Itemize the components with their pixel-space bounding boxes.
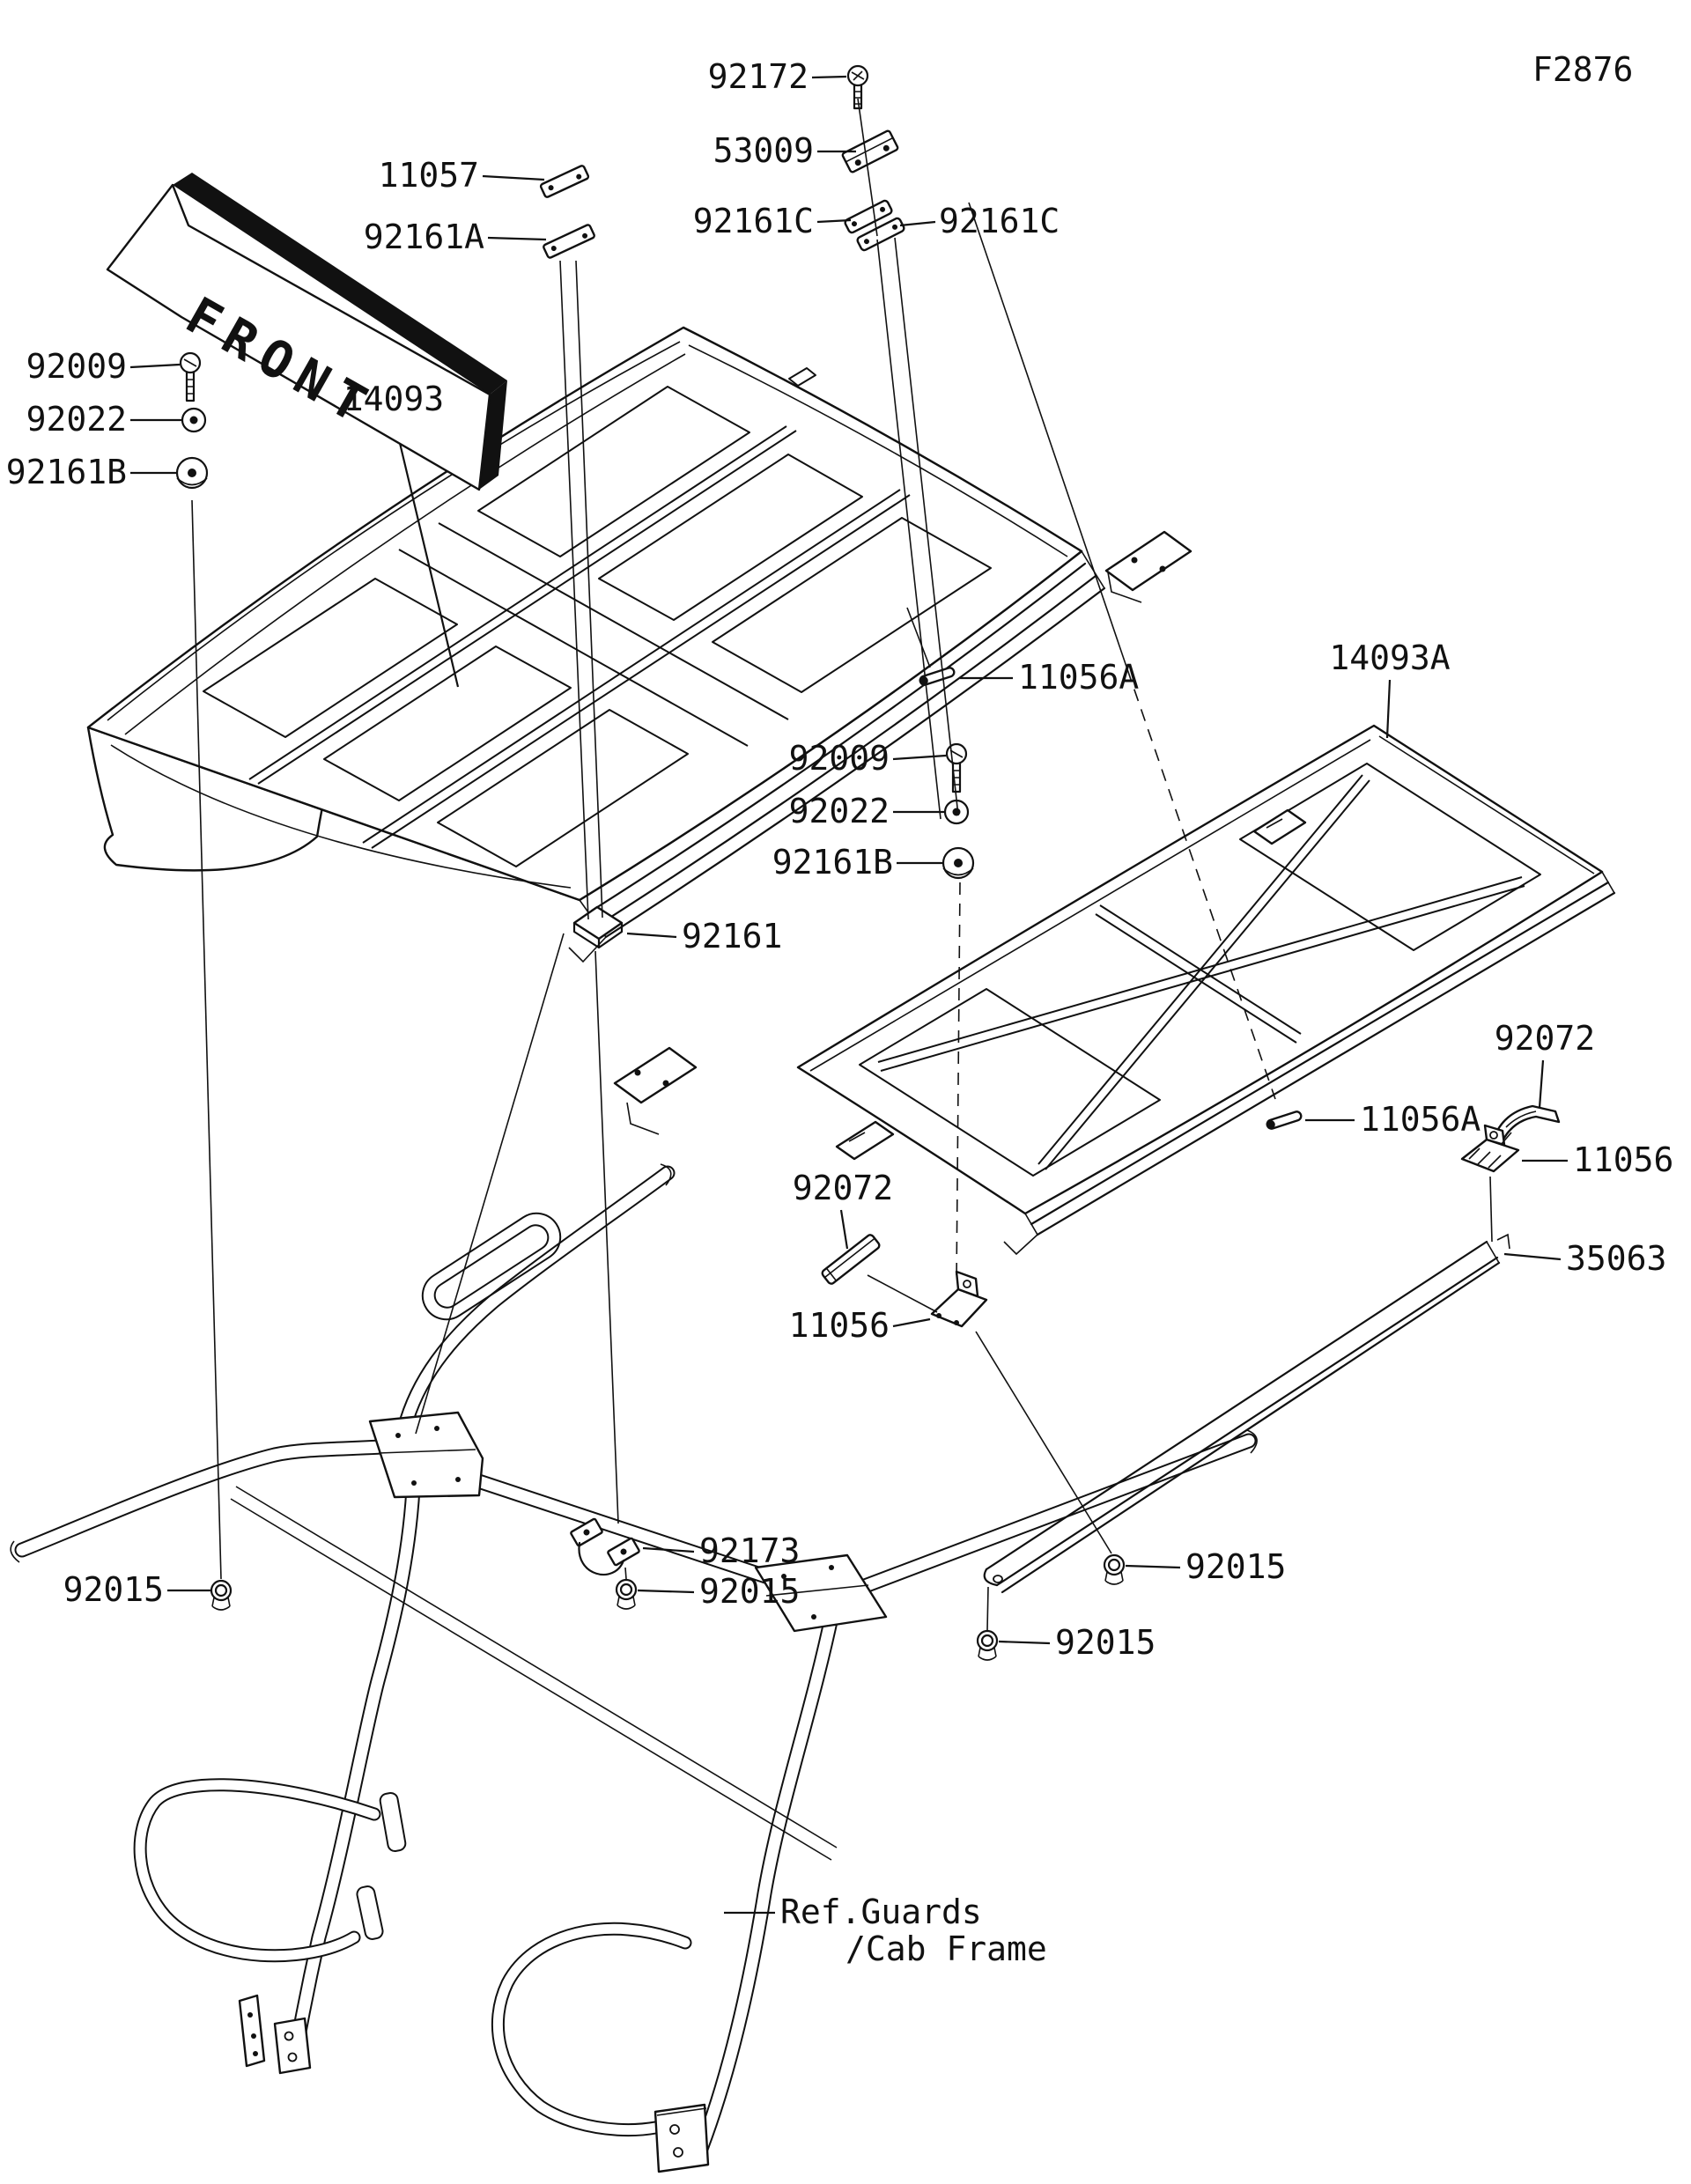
strap-92072-right [1495,1104,1561,1140]
leader-lines [129,75,1568,1915]
part-label-92161c-left: 92161C [693,202,814,240]
part-label-92015-clamp: 92015 [699,1572,800,1611]
screw-92172 [846,64,869,110]
assembly-guide-lines [191,98,1512,1631]
damper-92161b-left [175,456,209,490]
left-foot-plate [238,1994,312,2075]
screw-92009-mid [945,742,968,793]
small-roof-bottom-tab [835,1120,895,1161]
roof-rear-tab [1104,530,1193,603]
part-label-92015-right: 92015 [1185,1547,1286,1586]
plate-11057 [539,165,590,198]
grab-handle [421,1212,562,1321]
part-label-92009-left: 92009 [26,347,127,386]
damper-92161b-mid [941,846,975,880]
nut-92015-left [210,1579,233,1611]
part-label-92072-right: 92072 [1495,1019,1595,1058]
part-label-11057: 11057 [379,156,479,195]
roof-front-tab [613,1046,698,1135]
bracket-53009 [841,129,899,173]
part-label-92161c-right: 92161C [939,202,1060,240]
clamp-92173 [570,1517,640,1576]
part-label-92015-bottom: 92015 [1055,1623,1156,1662]
nut-92015-under-clamp [615,1578,638,1610]
plate-92161c-a [844,199,893,234]
part-label-92072-mid: 92072 [793,1169,893,1207]
right-guard-loop [491,1922,692,2137]
ref-note-line1: Ref.Guards [780,1893,982,1931]
screw-92009-left [179,351,202,402]
part-label-92161b-mid: 92161B [772,843,893,882]
pin-11056a-lower [1266,1110,1303,1130]
figure-code: F2876 [1532,50,1633,89]
pad-92161 [572,905,624,949]
part-label-11056a-upper: 11056A [1018,658,1139,697]
part-label-11056-right: 11056 [1573,1140,1673,1179]
part-label-35063: 35063 [1566,1239,1666,1278]
part-label-92022-left: 92022 [26,400,127,439]
plate-92161c-b [856,217,905,252]
roof-panel-14093a [796,724,1616,1256]
right-foot-plate [654,2103,710,2173]
part-label-92161b-left: 92161B [6,453,127,491]
washer-92022-left [181,407,207,433]
ref-note-line2: /Cab Frame [846,1929,1047,1968]
part-label-11056-mid: 11056 [789,1306,890,1345]
left-guard-loop [133,1778,381,1963]
part-label-53009: 53009 [713,131,814,170]
bracket-11056-mid [930,1270,988,1328]
rear-gusset-plate [754,1553,888,1633]
strap-92072-mid [821,1234,881,1285]
front-gusset-plate [368,1411,484,1499]
nut-92015-bottom [976,1629,999,1661]
part-label-92022-mid: 92022 [789,792,890,830]
part-label-92015-left: 92015 [63,1570,164,1609]
part-label-92173: 92173 [699,1531,800,1570]
brace-bar-35063 [983,1233,1510,1594]
part-label-14093: 14093 [343,380,444,418]
nut-92015-right [1103,1553,1126,1585]
plate-92161a [543,224,595,259]
part-labels: 92172 53009 92161C 92161C 11057 92161A 9… [6,50,1674,1968]
bracket-11056-right [1460,1124,1520,1173]
small-roof-top-tab [1252,808,1307,845]
part-label-92161: 92161 [682,917,782,956]
part-label-92009-mid: 92009 [789,739,890,778]
cab-frame [10,1163,1258,2173]
part-label-92172: 92172 [708,57,809,96]
part-label-11056a-lower: 11056A [1360,1100,1481,1139]
part-label-92161a: 92161A [364,218,484,256]
part-label-14093a: 14093A [1329,638,1450,677]
